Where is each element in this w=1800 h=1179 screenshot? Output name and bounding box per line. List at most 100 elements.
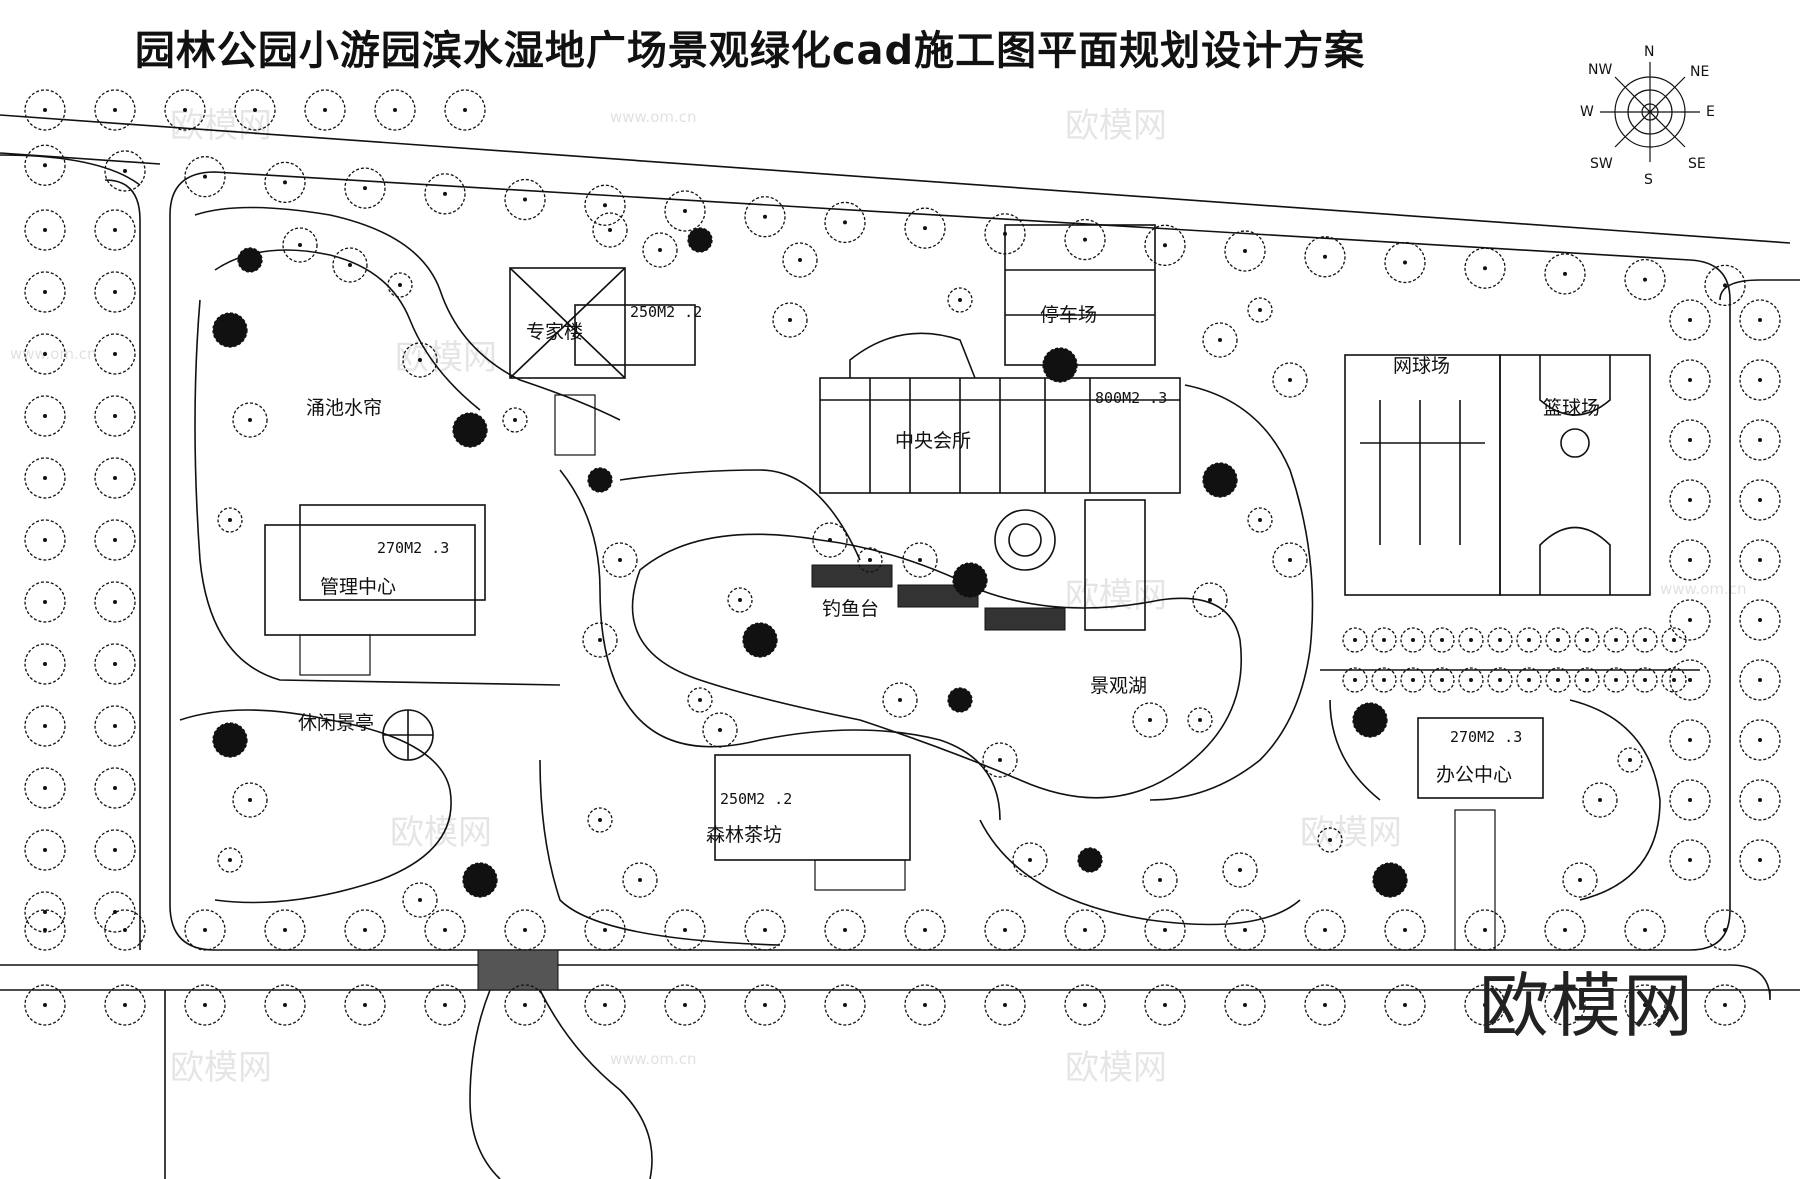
tree-symbol	[94, 705, 136, 747]
tree-symbol	[24, 457, 66, 499]
tree-symbol	[984, 984, 1026, 1026]
tree-symbol	[24, 209, 66, 251]
tree-symbol	[1704, 264, 1746, 307]
tree-symbol	[1516, 667, 1542, 693]
tree-symbol	[1487, 667, 1513, 693]
tree-symbol	[1739, 779, 1781, 821]
tree-symbol	[1544, 984, 1586, 1026]
tree-symbol	[1739, 479, 1781, 521]
tree-symbol	[904, 984, 946, 1026]
tree-symbol	[1224, 984, 1266, 1026]
tree-symbol	[727, 587, 753, 613]
tree-symbol	[904, 207, 946, 249]
tree-symbol	[1669, 599, 1711, 641]
tree-symbol	[1632, 627, 1658, 653]
tree-symbol	[744, 909, 786, 951]
tree-symbol	[24, 909, 66, 951]
tree-symbol	[1739, 659, 1781, 701]
tree-symbol	[1371, 627, 1397, 653]
tree-symbol	[642, 232, 678, 268]
tree-symbol	[24, 705, 66, 747]
garden-path	[194, 206, 621, 421]
tree-symbol	[882, 682, 918, 718]
tree-symbol	[217, 507, 243, 533]
area-clubhouse: 800M2 .3	[1095, 389, 1168, 407]
tree-symbol	[94, 891, 136, 933]
tree-symbol	[857, 547, 883, 573]
tree-symbol	[1371, 667, 1397, 693]
tree-symbol	[1400, 627, 1426, 653]
compass-e: E	[1706, 104, 1715, 120]
tree-symbol	[1132, 702, 1168, 738]
tree-symbol	[584, 909, 626, 951]
tree-symbol	[782, 242, 818, 278]
expert-building-outline	[509, 267, 626, 379]
compass-sw: SW	[1590, 156, 1613, 172]
tree-symbol	[424, 984, 466, 1026]
tree-symbol	[24, 643, 66, 685]
tree-symbol	[1574, 627, 1600, 653]
tree-symbol	[24, 89, 66, 131]
lake-edge	[631, 533, 1242, 799]
tree-symbol	[702, 712, 738, 748]
tree-symbol	[1739, 839, 1781, 881]
outer-road	[1719, 279, 1800, 301]
tree-symbol	[1669, 659, 1711, 701]
tree-symbol	[1304, 984, 1346, 1026]
tree-symbol	[1304, 236, 1346, 278]
label-expert-building: 专家楼	[526, 321, 584, 343]
tree-symbol	[1384, 984, 1426, 1026]
area-management: 270M2 .3	[377, 539, 450, 557]
compass-nw: NW	[1588, 62, 1613, 78]
tree-symbol	[402, 882, 438, 918]
tree-symbol	[1272, 542, 1308, 578]
page-title: 园林公园小游园滨水湿地广场景观绿化cad施工图平面规划设计方案	[134, 28, 1366, 74]
area-office: 270M2 .3	[1450, 728, 1523, 746]
tree-symbol	[1202, 322, 1238, 358]
tree-symbol	[1429, 667, 1455, 693]
tree-symbol	[374, 89, 416, 131]
watermark-url: www.om.cn	[1660, 580, 1747, 598]
compass-w: W	[1580, 104, 1594, 120]
tree-symbol	[94, 333, 136, 375]
compass-rose	[1600, 62, 1700, 162]
tree-symbol	[184, 984, 226, 1026]
tree-symbol	[622, 862, 658, 898]
tree-symbol	[264, 909, 306, 951]
tree-symbol	[1661, 667, 1687, 693]
tree-symbol	[1187, 707, 1213, 733]
tree-symbol	[1739, 359, 1781, 401]
tree-symbol	[94, 89, 136, 131]
entrance-bridge	[477, 949, 559, 991]
fishing-deck	[984, 607, 1066, 631]
paving	[299, 634, 371, 676]
label-clubhouse: 中央会所	[895, 430, 972, 452]
tree-symbol	[1516, 627, 1542, 653]
tree-symbol	[1739, 299, 1781, 341]
compass-ne: NE	[1690, 64, 1710, 80]
tree-symbol	[1661, 627, 1687, 653]
tree-symbol	[664, 984, 706, 1026]
brand-watermark: 欧模网	[1479, 965, 1695, 1047]
tree-symbol	[1544, 909, 1586, 951]
tree-symbol	[232, 402, 268, 438]
watermark: 欧模网	[395, 338, 497, 378]
tree-symbol	[1384, 241, 1426, 284]
tree-symbol	[1247, 507, 1273, 533]
tree-symbol	[1272, 362, 1308, 398]
tree-symbol	[1669, 839, 1711, 881]
fishing-deck	[811, 564, 893, 588]
tree-symbol	[1192, 582, 1228, 618]
tree-symbol	[94, 519, 136, 561]
tree-symbol	[1544, 253, 1586, 295]
tree-symbol	[94, 457, 136, 499]
tree-symbol	[1342, 667, 1368, 693]
label-pavilion: 休闲景亭	[298, 712, 375, 734]
outer-road	[0, 964, 1771, 1001]
tree-symbol	[94, 395, 136, 437]
tree-symbol	[1669, 779, 1711, 821]
tree-symbol	[1669, 419, 1711, 461]
tree-symbol	[1464, 909, 1506, 951]
tree-symbol	[1545, 667, 1571, 693]
tree-symbol	[24, 767, 66, 809]
